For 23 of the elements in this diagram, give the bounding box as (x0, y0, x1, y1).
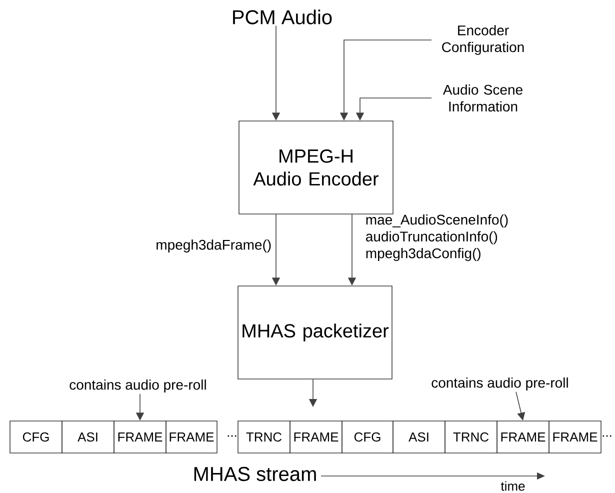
stream-label: MHAS stream (194, 466, 316, 482)
packet-cell: CFG (10, 420, 62, 454)
edge-label: mpegh3daFrame() (156, 239, 271, 253)
packet-cell: FRAME (496, 420, 550, 454)
input-label: Encoder Configuration (442, 25, 524, 55)
input-label: PCM Audio (233, 10, 332, 24)
packet-cell: FRAME (114, 420, 166, 454)
packet-cell: ASI (62, 420, 114, 454)
packet-cell: FRAME (548, 420, 602, 454)
ellipsis: ... (228, 435, 236, 437)
input-label: Audio Scene Information (442, 84, 522, 112)
process-box: MPEG-H Audio Encoder (238, 120, 394, 214)
packet-cell: CFG (342, 420, 394, 454)
process-box: MHAS packetizer (238, 286, 392, 380)
packet-cell: TRNC (444, 420, 498, 454)
packet-cell: FRAME (290, 420, 342, 454)
packet-cell: ASI (392, 420, 446, 454)
annotation-text: contains audio pre-roll (432, 377, 568, 391)
edge-label: mae_AudioSceneInfo() audioTruncationInfo() mpegh3daConfig() (366, 214, 508, 262)
packet-cell: FRAME (166, 420, 218, 454)
annotation-text: contains audio pre-roll (70, 379, 206, 393)
axis-label: time (500, 481, 525, 491)
packet-cell: TRNC (238, 420, 290, 454)
